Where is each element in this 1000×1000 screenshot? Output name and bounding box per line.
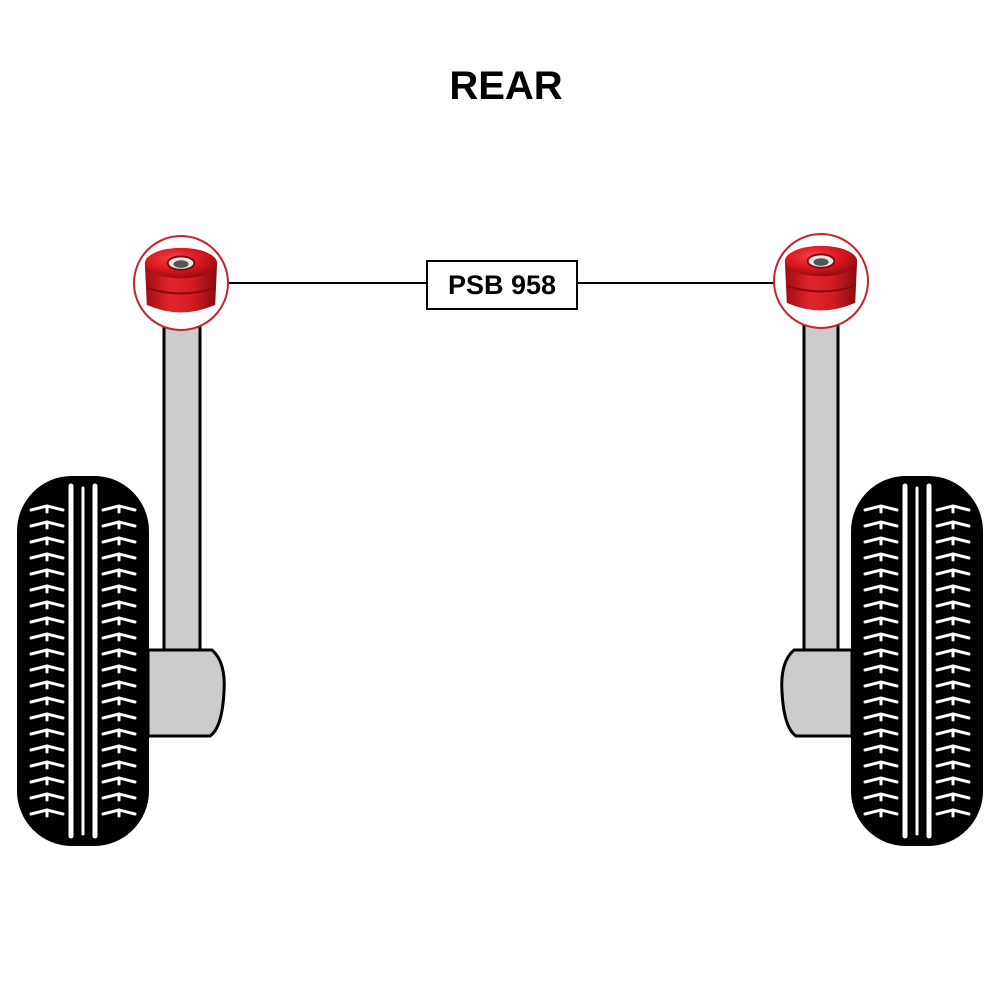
diagram-title: REAR [449,64,563,108]
right-suspension-arm [780,316,854,738]
left-suspension-arm [146,318,226,738]
part-number-label: PSB 958 [426,260,578,310]
left-bush-icon [143,246,219,314]
right-bush-icon [783,244,859,312]
right-tyre-icon [851,476,983,846]
left-tyre-icon [17,476,149,846]
